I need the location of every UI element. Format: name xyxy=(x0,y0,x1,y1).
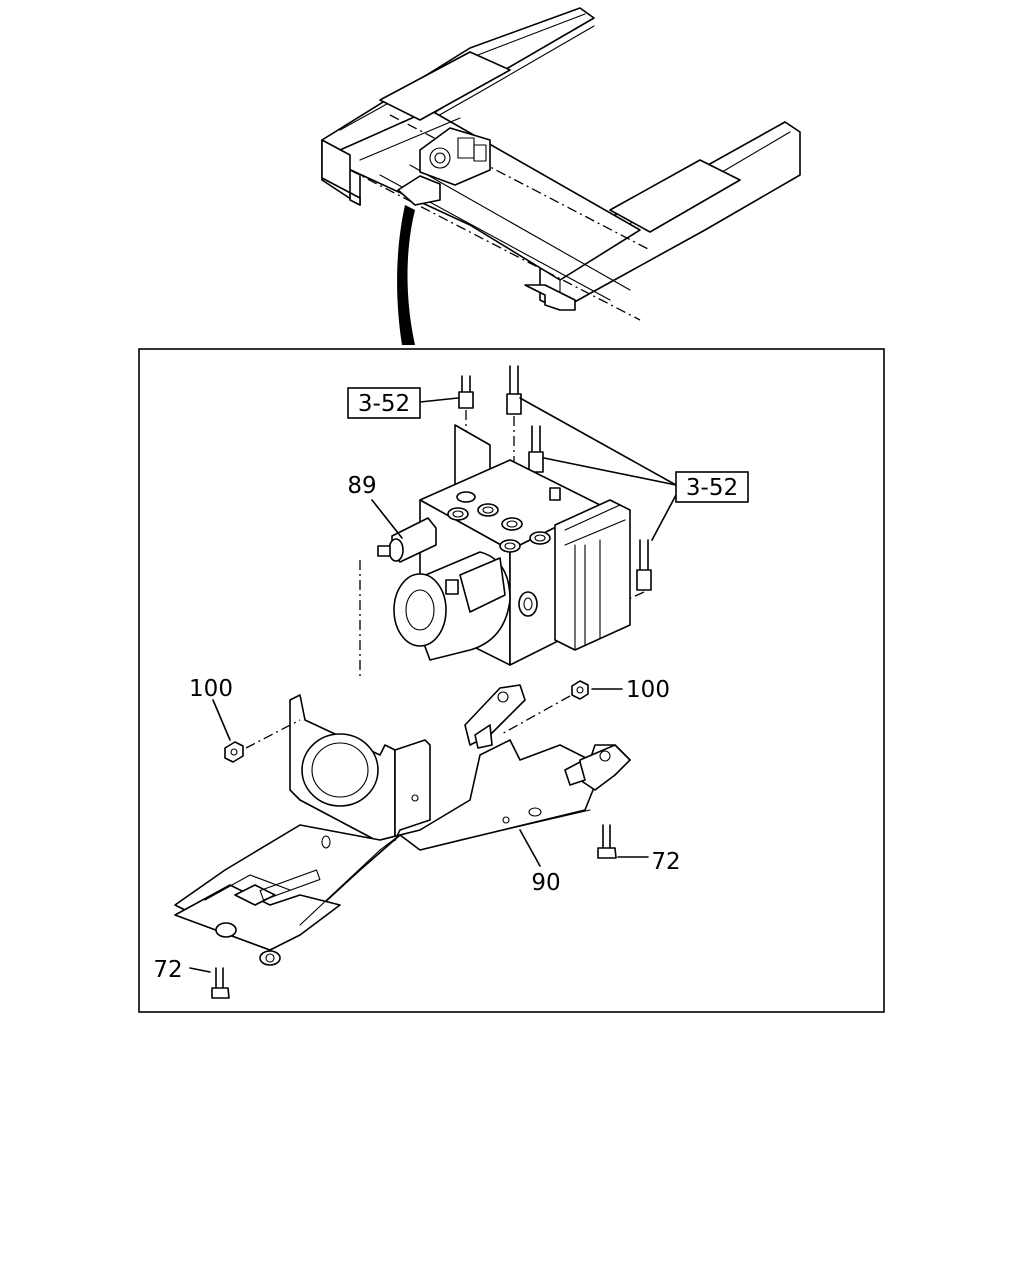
ref-box-top xyxy=(347,387,421,419)
ref-label-top: 3-52 xyxy=(358,391,410,417)
part-label-90: 90 xyxy=(531,870,560,896)
bolt-72-left xyxy=(189,967,230,999)
ref-label-right: 3-52 xyxy=(686,475,738,501)
chassis-frame-overview xyxy=(321,7,801,345)
part-label-72-left: 72 xyxy=(153,957,182,983)
part-label-89: 89 xyxy=(347,473,376,499)
part-label-72-right: 72 xyxy=(651,849,680,875)
part-label-100-left: 100 xyxy=(189,676,233,702)
leader-90 xyxy=(519,829,541,867)
abs-unit-location-icon xyxy=(397,127,491,206)
abs-hydraulic-unit xyxy=(359,424,631,680)
nut-100-left xyxy=(212,699,301,763)
nut-100-right xyxy=(499,680,623,736)
abs-unit-bracket xyxy=(174,684,631,966)
ref-box-right xyxy=(675,471,749,503)
bolt-72-right xyxy=(597,824,649,859)
detail-view-frame xyxy=(138,348,885,1013)
part-label-100-right: 100 xyxy=(626,677,670,703)
